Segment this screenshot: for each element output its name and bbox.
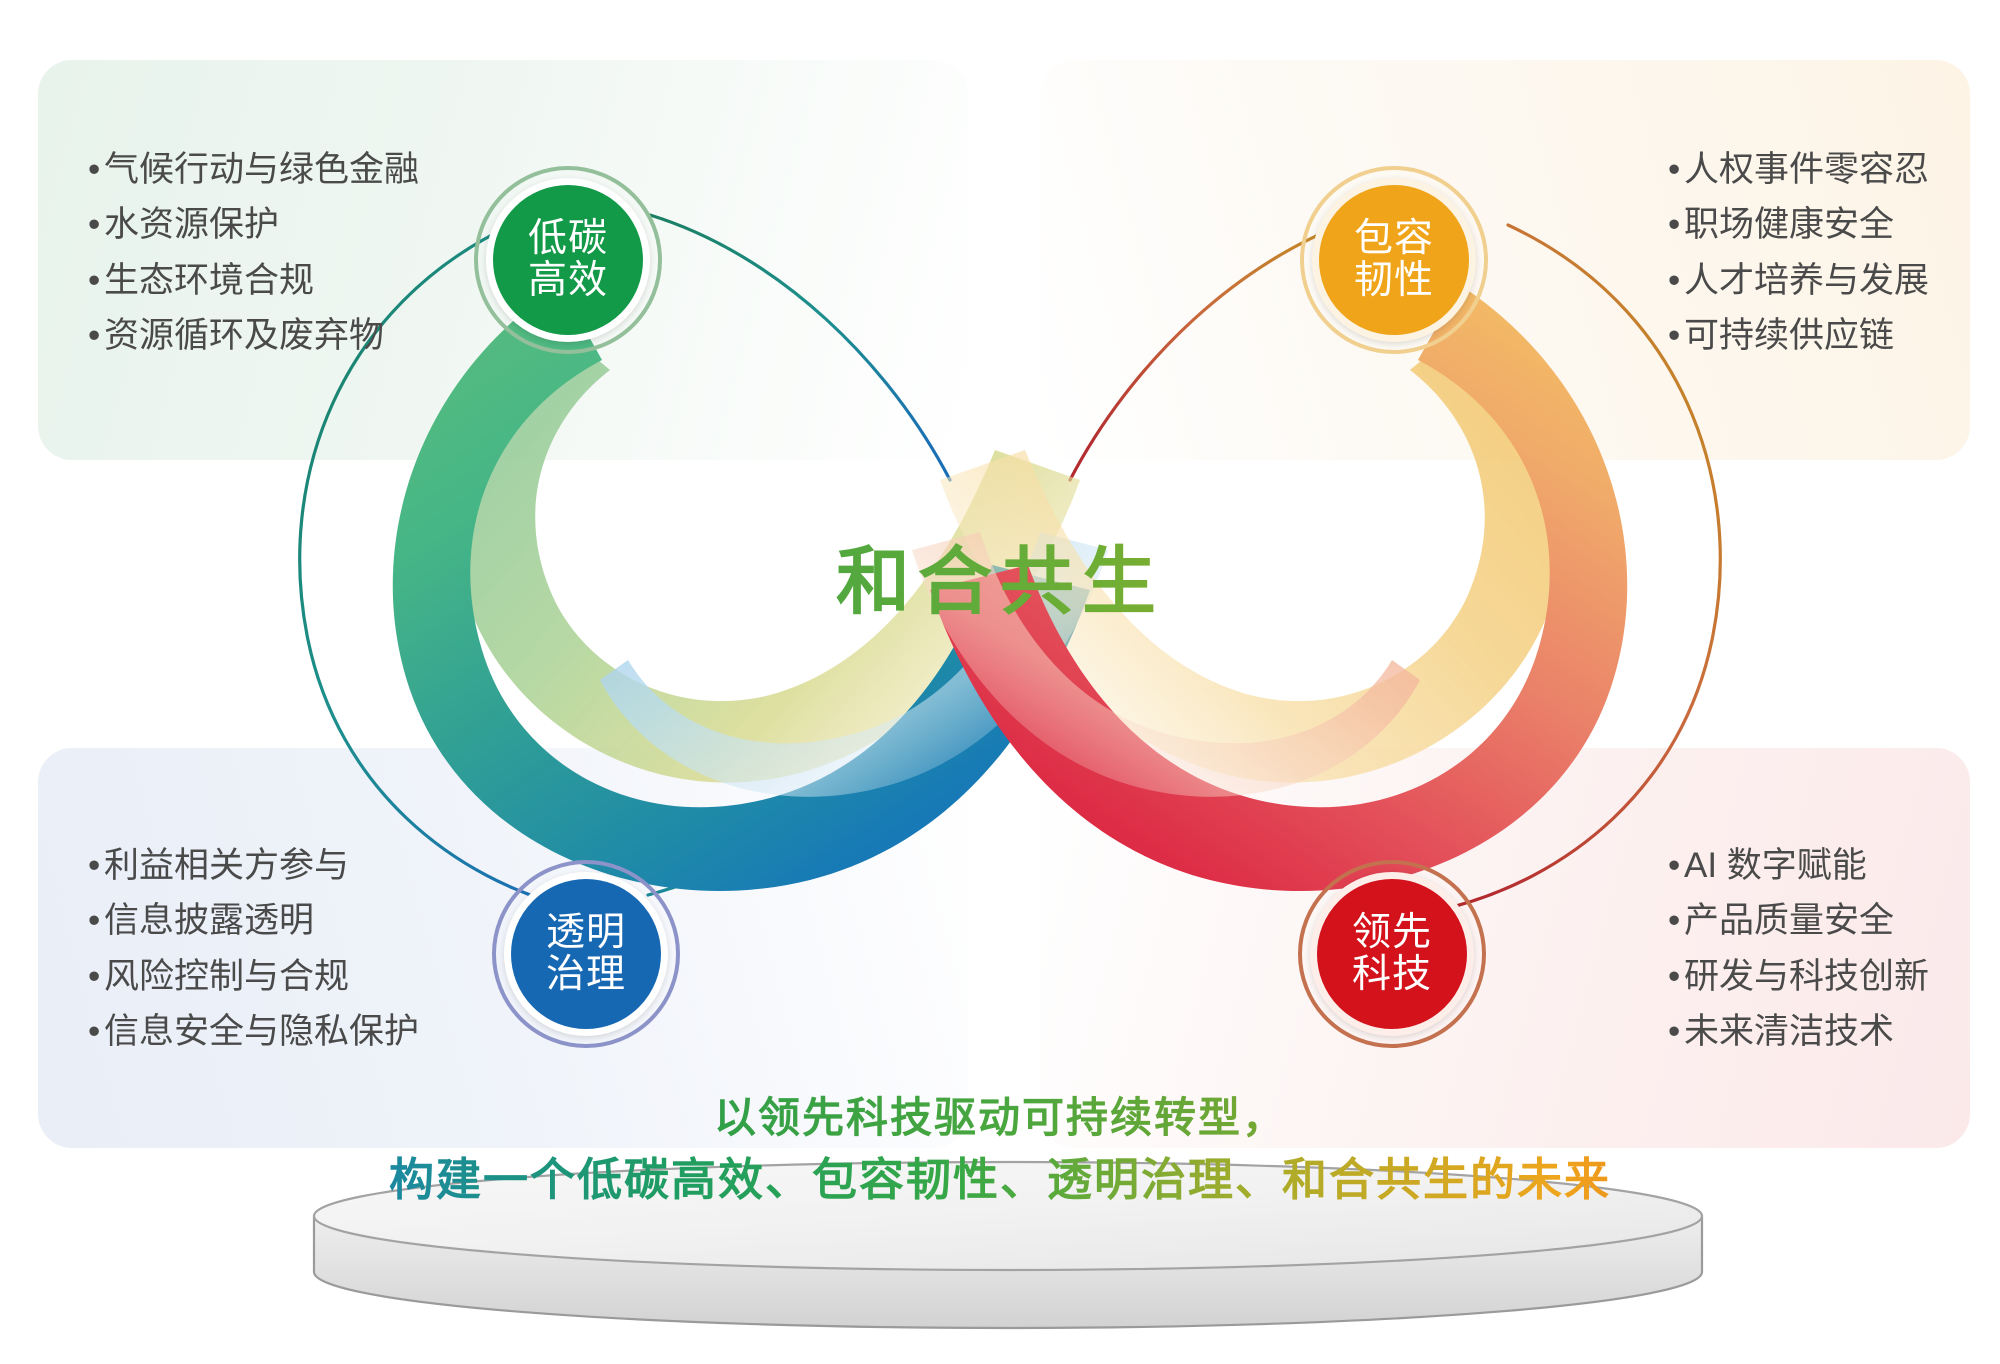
outer-arc-left-inner xyxy=(648,213,952,482)
badge-label-line2: 韧性 xyxy=(1353,259,1434,302)
list-item-label: 资源循环及废弃物 xyxy=(104,315,385,355)
list-item: •信息披露透明 xyxy=(88,893,419,948)
bullet-marker-icon: • xyxy=(1668,315,1681,355)
bullet-marker-icon: • xyxy=(88,315,101,355)
center-title: 和合共生 xyxy=(0,522,2000,629)
badge-label-line2: 科技 xyxy=(1351,953,1432,996)
list-item: •产品质量安全 xyxy=(1668,893,1929,948)
badge-leading-technology[interactable]: 领先 科技 xyxy=(1310,872,1474,1036)
list-item-label: 人才培养与发展 xyxy=(1684,260,1930,300)
list-item-label: 研发与科技创新 xyxy=(1684,956,1930,996)
list-item: •利益相关方参与 xyxy=(88,838,419,893)
badge-low-carbon[interactable]: 低碳 高效 xyxy=(486,178,650,342)
bullet-marker-icon: • xyxy=(88,846,101,885)
caption-block: 以领先科技驱动可持续转型， 构建一个低碳高效、包容韧性、透明治理、和合共生的未来 xyxy=(0,1088,2000,1212)
badge-ring-transparent-governance xyxy=(492,860,680,1048)
bullet-marker-icon: • xyxy=(88,150,101,189)
list-item: •可持续供应链 xyxy=(1668,308,1929,363)
bullet-marker-icon: • xyxy=(88,901,101,941)
bullet-marker-icon: • xyxy=(88,205,101,245)
list-item: •人才培养与发展 xyxy=(1668,253,1929,308)
list-item: •未来清洁技术 xyxy=(1668,1004,1929,1059)
list-item-label: 水资源保护 xyxy=(104,205,280,245)
list-item: •AI 数字赋能 xyxy=(1668,838,1929,893)
infinity-loop-diagram xyxy=(298,213,1722,912)
list-item-label: 未来清洁技术 xyxy=(1684,1011,1895,1051)
badge-ring-low-carbon xyxy=(474,166,662,354)
list-item-label: 职场健康安全 xyxy=(1684,205,1895,245)
list-item: •资源循环及废弃物 xyxy=(88,308,419,363)
badge-label-line2: 高效 xyxy=(527,259,608,302)
list-item-label: AI 数字赋能 xyxy=(1684,846,1867,885)
bullet-marker-icon: • xyxy=(1668,956,1681,996)
bullet-marker-icon: • xyxy=(1668,901,1681,941)
badge-ring-leading-technology xyxy=(1298,860,1486,1048)
bullet-marker-icon: • xyxy=(88,956,101,996)
loop-right xyxy=(912,285,1628,892)
badge-label-line2: 治理 xyxy=(545,953,626,996)
badge-label-line1: 低碳 xyxy=(527,216,608,260)
bullet-list-leading-technology: •AI 数字赋能 •产品质量安全 •研发与科技创新 •未来清洁技术 xyxy=(1668,838,1929,1059)
list-item: •气候行动与绿色金融 xyxy=(88,142,419,197)
badge-label-line1: 包容 xyxy=(1353,216,1434,260)
list-item-label: 风险控制与合规 xyxy=(104,956,350,996)
bullet-marker-icon: • xyxy=(1668,205,1681,245)
bullet-list-low-carbon: •气候行动与绿色金融 •水资源保护 •生态环境合规 •资源循环及废弃物 xyxy=(88,142,419,363)
bullet-marker-icon: • xyxy=(1668,150,1681,189)
bullet-marker-icon: • xyxy=(1668,1011,1681,1051)
bullet-list-inclusive-resilient: •人权事件零容忍 •职场健康安全 •人才培养与发展 •可持续供应链 xyxy=(1668,142,1929,363)
bullet-marker-icon: • xyxy=(88,260,101,300)
bullet-marker-icon: • xyxy=(88,1011,101,1051)
list-item-label: 利益相关方参与 xyxy=(104,846,350,885)
badge-label-line1: 领先 xyxy=(1351,910,1432,954)
list-item-label: 信息安全与隐私保护 xyxy=(104,1011,420,1051)
badge-inclusive-resilient[interactable]: 包容 韧性 xyxy=(1312,178,1476,342)
list-item: •风险控制与合规 xyxy=(88,949,419,1004)
list-item: •职场健康安全 xyxy=(1668,197,1929,252)
list-item-label: 产品质量安全 xyxy=(1684,901,1895,941)
list-item: •人权事件零容忍 xyxy=(1668,142,1929,197)
list-item: •水资源保护 xyxy=(88,197,419,252)
outer-arc-left xyxy=(298,223,582,912)
loop-left xyxy=(392,285,1108,892)
bullet-list-transparent-governance: •利益相关方参与 •信息披露透明 •风险控制与合规 •信息安全与隐私保护 xyxy=(88,838,419,1059)
list-item: •生态环境合规 xyxy=(88,253,419,308)
caption-line-1: 以领先科技驱动可持续转型， xyxy=(0,1088,2000,1148)
caption-line-2: 构建一个低碳高效、包容韧性、透明治理、和合共生的未来 xyxy=(0,1148,2000,1212)
list-item: •信息安全与隐私保护 xyxy=(88,1004,419,1059)
list-item-label: 人权事件零容忍 xyxy=(1684,150,1930,189)
outer-arc-right xyxy=(1438,223,1722,912)
badge-label-line1: 透明 xyxy=(545,910,626,954)
bullet-marker-icon: • xyxy=(1668,846,1681,885)
list-item: •研发与科技创新 xyxy=(1668,949,1929,1004)
list-item-label: 可持续供应链 xyxy=(1684,315,1895,355)
bullet-marker-icon: • xyxy=(1668,260,1681,300)
list-item-label: 气候行动与绿色金融 xyxy=(104,150,420,189)
list-item-label: 生态环境合规 xyxy=(104,260,315,300)
badge-ring-inclusive-resilient xyxy=(1300,166,1488,354)
platform-base xyxy=(312,1160,1704,1330)
badge-transparent-governance[interactable]: 透明 治理 xyxy=(504,872,668,1036)
list-item-label: 信息披露透明 xyxy=(104,901,315,941)
